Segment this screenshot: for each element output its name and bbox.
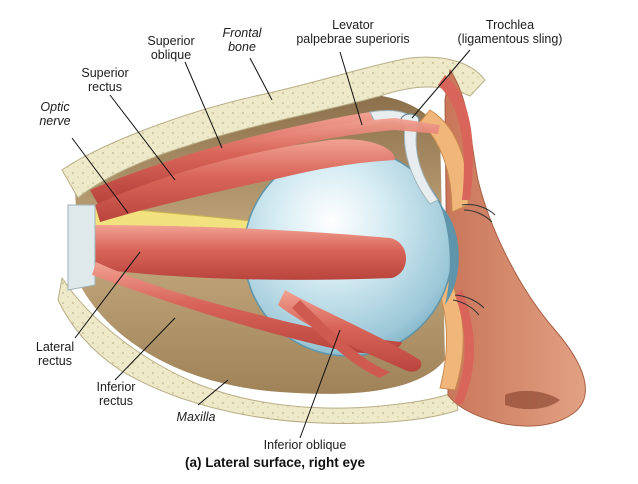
leader-inferior-rectus [114, 317, 176, 381]
maxilla-bone [57, 276, 459, 424]
lateral-rectus-tendon-origin [67, 204, 96, 291]
leader-lines [71, 49, 471, 439]
label-lateral-rectus-line2: rectus [37, 354, 73, 368]
label-inferior-oblique: Inferior oblique [263, 438, 347, 452]
label-levator: Levator palpebrae superioris [283, 18, 423, 46]
lower-eyelashes [452, 294, 485, 316]
leader-superior-oblique [184, 61, 223, 149]
label-levator-line2: palpebrae superioris [296, 32, 410, 46]
inferior-oblique-muscle [278, 290, 422, 372]
label-maxilla: Maxilla [176, 410, 216, 424]
cornea [440, 205, 459, 305]
inferior-oblique-band [292, 300, 390, 378]
leader-superior-rectus [109, 94, 176, 181]
nose [444, 68, 586, 427]
label-inferior-rectus: Inferior rectus [88, 380, 144, 408]
label-trochlea-line1: Trochlea [485, 18, 535, 32]
label-superior-rectus-line2: rectus [87, 80, 123, 94]
leader-optic-nerve [71, 137, 129, 214]
leader-inferior-oblique [299, 329, 341, 439]
figure-caption: (a) Lateral surface, right eye [185, 455, 366, 470]
leader-lateral-rectus [74, 251, 141, 339]
nostril [505, 390, 560, 410]
label-frontal-bone: Frontal bone [212, 26, 272, 54]
label-optic-nerve-line1: Optic [40, 100, 70, 114]
label-superior-oblique: Superior oblique [140, 34, 202, 62]
upper-eyelashes [461, 204, 496, 223]
label-superior-oblique-line1: Superior [147, 34, 195, 48]
label-superior-oblique-line2: oblique [150, 48, 192, 62]
superior-rectus-muscle [95, 139, 395, 222]
label-frontal-bone-line2: bone [228, 40, 256, 54]
leader-maxilla [197, 379, 229, 406]
label-frontal-bone-line1: Frontal [222, 26, 262, 40]
leader-trochlea [411, 49, 471, 119]
label-inferior-rectus-line2: rectus [98, 394, 134, 408]
leader-levator [339, 51, 363, 126]
label-trochlea: Trochlea (ligamentous sling) [445, 18, 575, 46]
frontal-bone [61, 56, 486, 199]
label-optic-nerve: Optic nerve [30, 100, 80, 128]
levator-palpebrae-muscle [110, 118, 440, 196]
label-superior-rectus: Superior rectus [74, 66, 136, 94]
label-levator-line1: Levator [332, 18, 374, 32]
eyelid-muscle-lower [454, 290, 474, 405]
lateral-rectus-muscle [90, 225, 407, 280]
leader-frontal-bone [249, 57, 273, 101]
label-optic-nerve-line2: nerve [39, 114, 71, 128]
label-lateral-rectus: Lateral rectus [30, 340, 80, 368]
label-trochlea-line2: (ligamentous sling) [457, 32, 563, 46]
label-lateral-rectus-line1: Lateral [35, 340, 75, 354]
label-inferior-rectus-line1: Inferior [96, 380, 136, 394]
eyelid-muscle-upper [438, 75, 473, 200]
label-superior-rectus-line1: Superior [81, 66, 129, 80]
upper-eyelid [419, 109, 469, 213]
